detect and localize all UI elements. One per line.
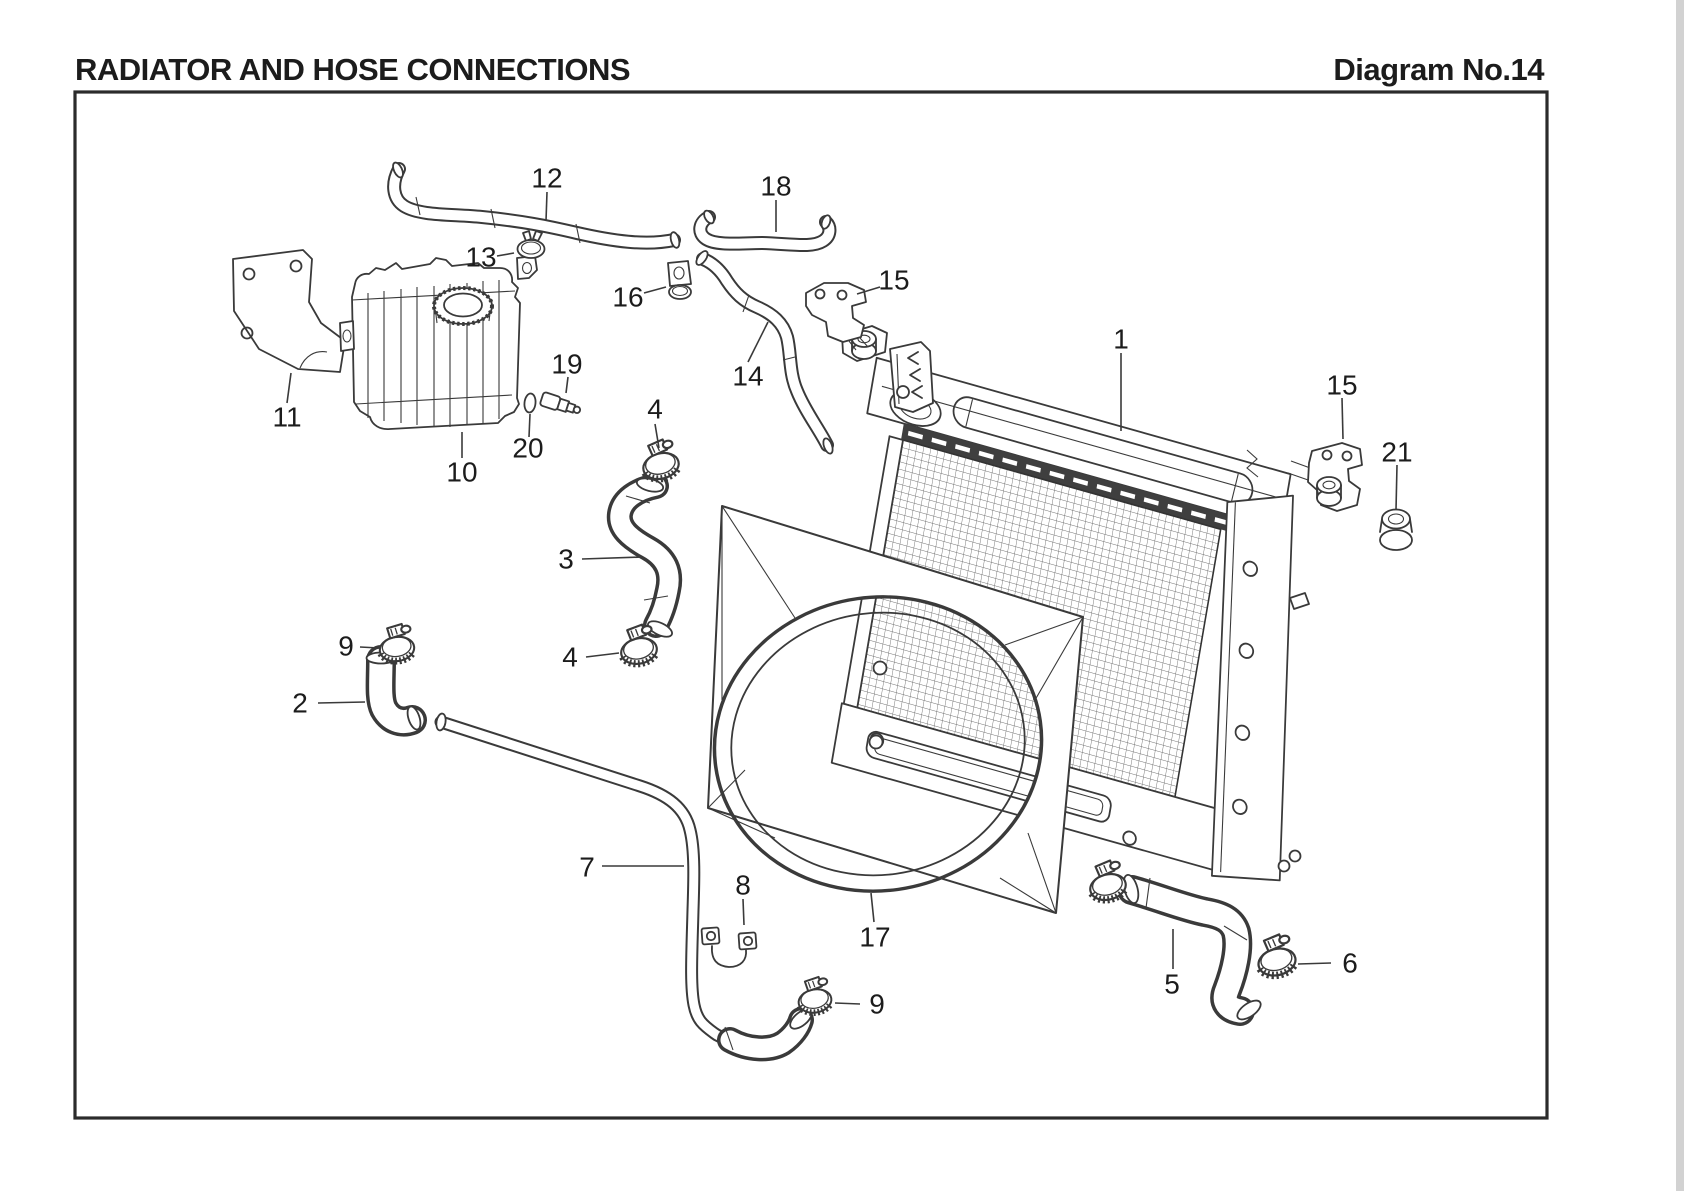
part-hose-clip-16 [667, 260, 692, 300]
leader-15-mounting-bracket [1341, 397, 1344, 440]
part-overflow-hose-12 [387, 161, 681, 250]
part-coolant-pipe-7 [434, 712, 814, 1062]
clamp-6 [1252, 932, 1298, 979]
part-expansion-tank [339, 257, 521, 430]
part-lower-hose-5 [1117, 873, 1262, 1026]
callout-4-hose-clamp: 4 [562, 642, 578, 673]
callout-1-radiator: 1 [1113, 324, 1129, 355]
leader-11-tank-bracket [286, 372, 292, 404]
part-fan-shroud [707, 505, 1084, 914]
callout-19-sensor: 19 [551, 349, 582, 380]
callout-17-fan-shroud: 17 [859, 922, 890, 953]
callout-13-spring-clamp: 13 [465, 242, 496, 273]
leader-6-hose-clamp [1297, 962, 1332, 965]
leader-19-sensor [565, 376, 569, 394]
callout-21-rubber-mount: 21 [1381, 437, 1412, 468]
leader-16-hose-clip [643, 286, 667, 294]
leader-14-breather-hose [747, 321, 769, 363]
callout-5-lower-radiator-hose: 5 [1164, 969, 1180, 1000]
page-edge-strip [1676, 0, 1684, 1191]
callout-11-tank-bracket: 11 [272, 402, 301, 433]
callout-12-overflow-hose: 12 [531, 163, 562, 194]
part-tank-bracket-11 [232, 249, 346, 373]
part-breather-hose-14 [695, 250, 834, 455]
radiator-frame-details [1246, 449, 1310, 873]
part-oring-20 [523, 392, 537, 414]
leader-9-hose-clamp [359, 646, 380, 649]
part-connector-hose-18 [693, 209, 837, 252]
leader-4-hose-clamp [654, 423, 660, 449]
leader-2-elbow-hose [317, 701, 366, 704]
leader-17-fan-shroud [870, 892, 875, 923]
part-bracket-15-left [805, 282, 869, 351]
part-upper-hose-3 [606, 473, 683, 638]
leader-4-hose-clamp [585, 652, 620, 658]
part-spring-clamp-13 [516, 230, 546, 280]
callout-6-hose-clamp: 6 [1342, 948, 1358, 979]
leader-12-overflow-hose [545, 191, 548, 222]
callout-9-hose-clamp: 9 [869, 989, 885, 1020]
callout-9-hose-clamp: 9 [338, 631, 354, 662]
leader-9-hose-clamp [834, 1002, 861, 1005]
part-rubber-mount-21 [1379, 508, 1413, 551]
clamp-4-top [637, 437, 682, 483]
part-elbow-hose-2 [365, 645, 427, 737]
callout-18-connector-hose: 18 [760, 171, 791, 202]
callout-14-breather-hose: 14 [732, 361, 763, 392]
diagram-number: Diagram No.14 [1333, 52, 1544, 87]
leader-13-spring-clamp [496, 252, 515, 257]
leader-20-o-ring [528, 413, 531, 438]
callout-10-expansion-tank: 10 [446, 457, 477, 488]
leader-21-rubber-mount [1395, 464, 1398, 511]
clamp-hose5 [1084, 858, 1128, 903]
callout-15-mounting-bracket: 15 [878, 265, 909, 296]
callout-20-o-ring: 20 [512, 433, 543, 464]
callout-15-mounting-bracket: 15 [1326, 370, 1357, 401]
leader-3-upper-radiator-hose [581, 556, 644, 560]
part-sensor-19 [539, 391, 582, 414]
radiator-top-mount [841, 325, 934, 413]
clamp-9-top [377, 623, 416, 664]
callout-16-hose-clip: 16 [612, 282, 643, 313]
leader-15-mounting-bracket [856, 286, 881, 295]
clamp-9-bottom [795, 975, 834, 1015]
part-pipe-bracket-8 [700, 926, 758, 968]
part-bracket-15-right [1287, 442, 1363, 512]
callout-3-upper-radiator-hose: 3 [558, 544, 574, 575]
callout-7-coolant-pipe: 7 [579, 852, 595, 883]
callout-4-hose-clamp: 4 [647, 394, 663, 425]
leader-8-pipe-clamp-bracket [742, 898, 745, 926]
callout-2-elbow-hose: 2 [292, 688, 308, 719]
page-title: RADIATOR AND HOSE CONNECTIONS [75, 52, 631, 87]
diagram-border [73, 90, 1549, 1120]
callout-8-pipe-clamp-bracket: 8 [735, 870, 751, 901]
